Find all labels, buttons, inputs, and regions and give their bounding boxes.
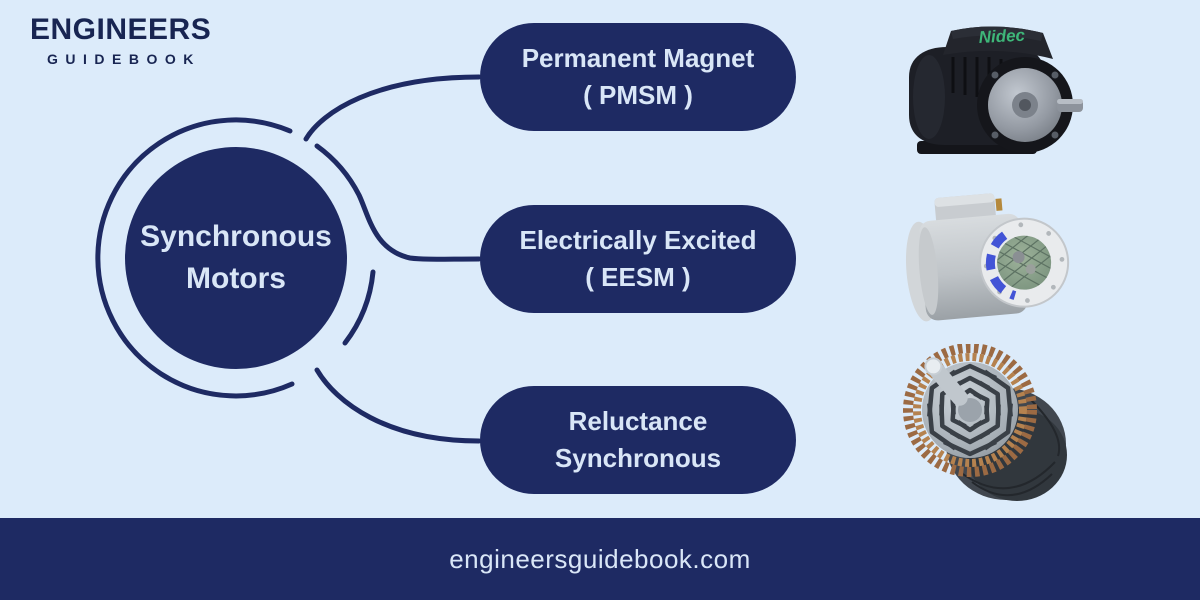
pmsm-label-line1: Permanent Magnet: [521, 43, 755, 74]
brand-name: ENGINEERS: [30, 13, 212, 46]
eesm-motor-photo: [898, 188, 1073, 333]
copper-winding-outer: [903, 344, 1037, 477]
excitation-coils-blue: [985, 231, 1017, 300]
copper-winding-inner: [913, 353, 1027, 467]
hub-detail-2: [1025, 264, 1036, 275]
terminal-cover-top: [951, 26, 1043, 41]
brand-subtitle: GUIDEBOOK: [47, 51, 201, 67]
terminal-box-top: [934, 193, 995, 207]
center-ring-lower-arc: [342, 269, 376, 346]
shaft-highlight: [1057, 99, 1083, 104]
pmsm-motor-photo: Nidec: [895, 15, 1085, 160]
reluctance-label-line2: Synchronous: [554, 443, 722, 473]
pmsm-motor-illustration: Nidec: [909, 26, 1083, 154]
reluctance-label-line1: Reluctance: [568, 406, 708, 437]
center-node-synchronous-motors: Synchronous Motors: [125, 147, 347, 369]
connector-to-pmsm: [303, 74, 482, 142]
branch-pill-pmsm: Permanent Magnet ( PMSM ): [480, 23, 796, 131]
nidec-logo-text: Nidec: [978, 26, 1026, 47]
reluctance-rotor-illustration: [903, 344, 1067, 501]
housing-shade: [918, 227, 939, 315]
connector-to-reluctance: [314, 367, 482, 444]
pmsm-label-line2: ( PMSM ): [583, 80, 693, 110]
eesm-label-line2: ( EESM ): [585, 262, 691, 292]
branch-pill-reluctance: Reluctance Synchronous: [480, 386, 796, 494]
motor-body-highlight: [913, 55, 945, 139]
website-url: engineersguidebook.com: [449, 543, 751, 574]
center-node-label-line2: Motors: [186, 262, 286, 295]
rotor-shaft: [924, 357, 968, 406]
brass-fitting: [995, 198, 1003, 211]
brand-logo: ENGINEERS GUIDEBOOK: [30, 13, 211, 67]
footer-bar: engineersguidebook.com: [0, 518, 1200, 600]
reluctance-rotor-photo: [900, 344, 1072, 506]
face-bolts: [991, 71, 1059, 139]
shaft-hub-center: [1019, 99, 1031, 111]
hub-detail-1: [1012, 251, 1025, 264]
branch-pill-eesm: Electrically Excited ( EESM ): [480, 205, 796, 313]
eesm-motor-illustration: [905, 193, 1070, 322]
eesm-label-line1: Electrically Excited: [519, 225, 757, 256]
center-node-label-line1: Synchronous: [140, 220, 332, 253]
